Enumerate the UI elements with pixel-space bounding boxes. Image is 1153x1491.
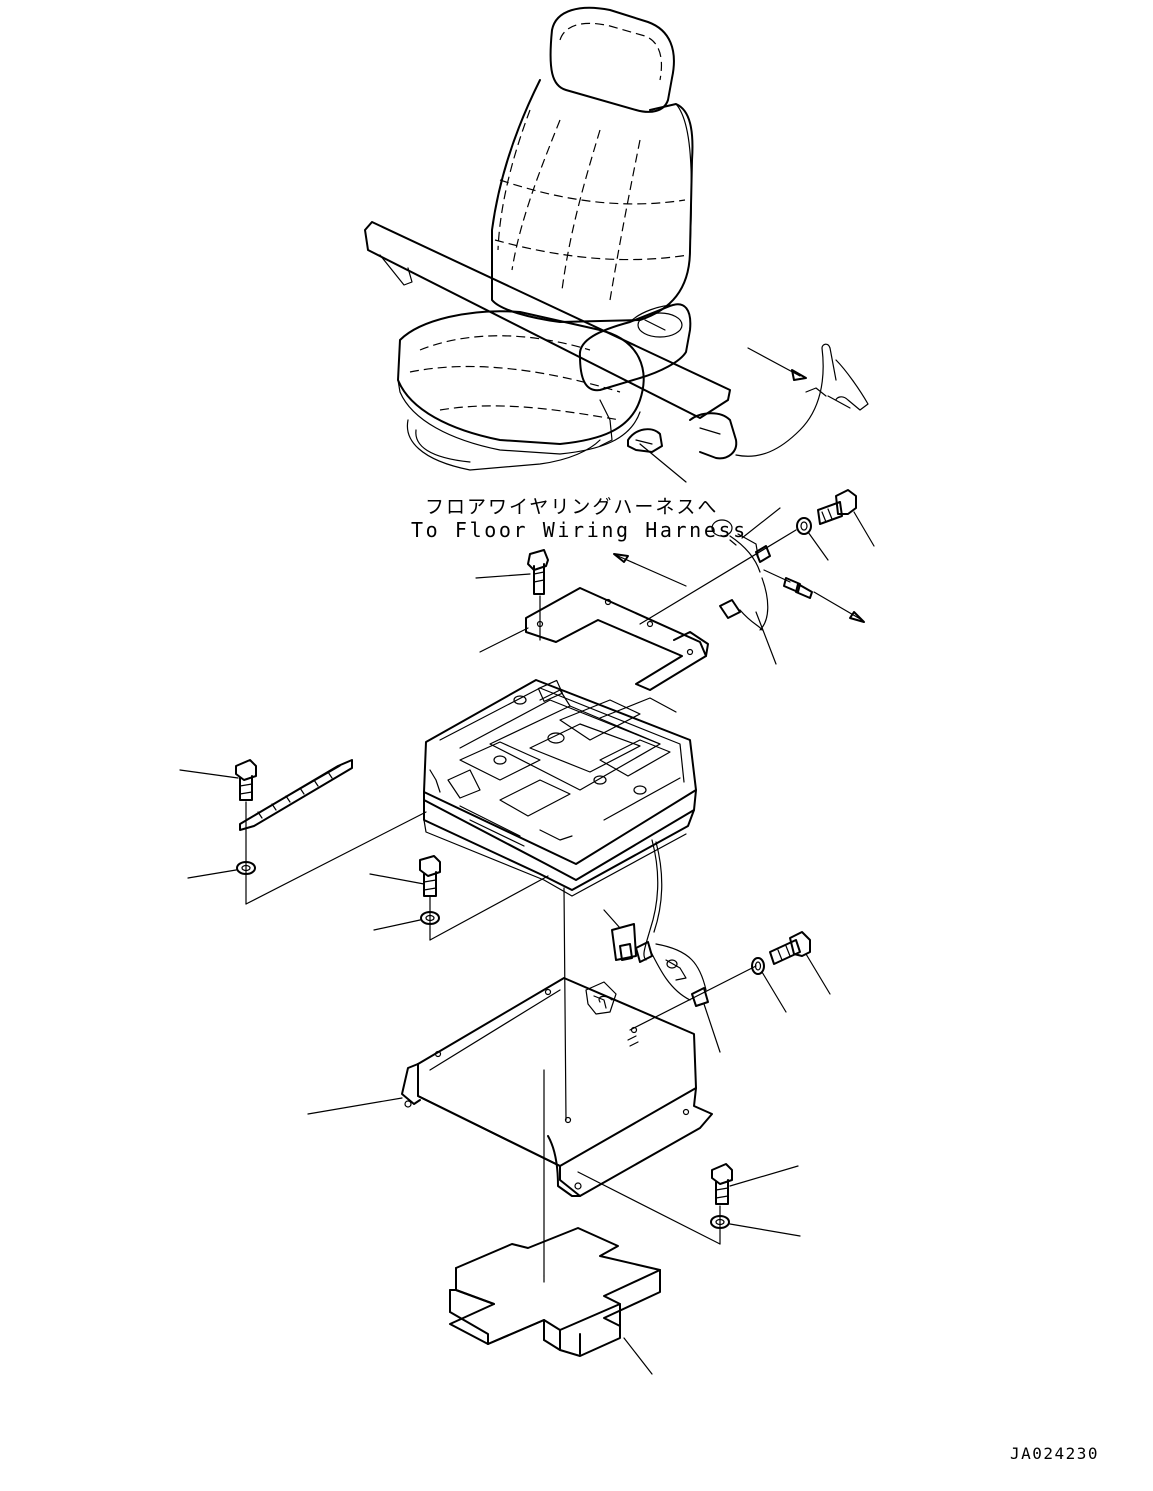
bolt-icon <box>527 549 549 595</box>
wire-harness-icon <box>711 519 813 631</box>
wire-harness-icon <box>611 839 709 1007</box>
bolt-icon <box>711 1163 733 1205</box>
bolt-icon <box>769 931 811 965</box>
washer-icon <box>751 957 765 975</box>
bolt-icon <box>235 759 257 801</box>
drawing-id: JA024230 <box>1010 1444 1100 1463</box>
washer-icon <box>796 517 812 535</box>
note-japanese: フロアワイヤリングハーネスへ <box>425 496 719 518</box>
bolt-icon <box>817 489 857 525</box>
note-english: To Floor Wiring Harness <box>411 518 748 542</box>
bolt-icon <box>419 855 441 897</box>
floor-mat-icon <box>449 1227 661 1357</box>
slide-rail-icon <box>239 759 353 831</box>
seat-assembly-icon <box>364 6 869 471</box>
suspension-unit-icon <box>423 679 697 897</box>
mounting-bracket-icon <box>525 587 709 691</box>
seat-stand-icon <box>401 977 713 1197</box>
washer-icon <box>236 861 256 875</box>
